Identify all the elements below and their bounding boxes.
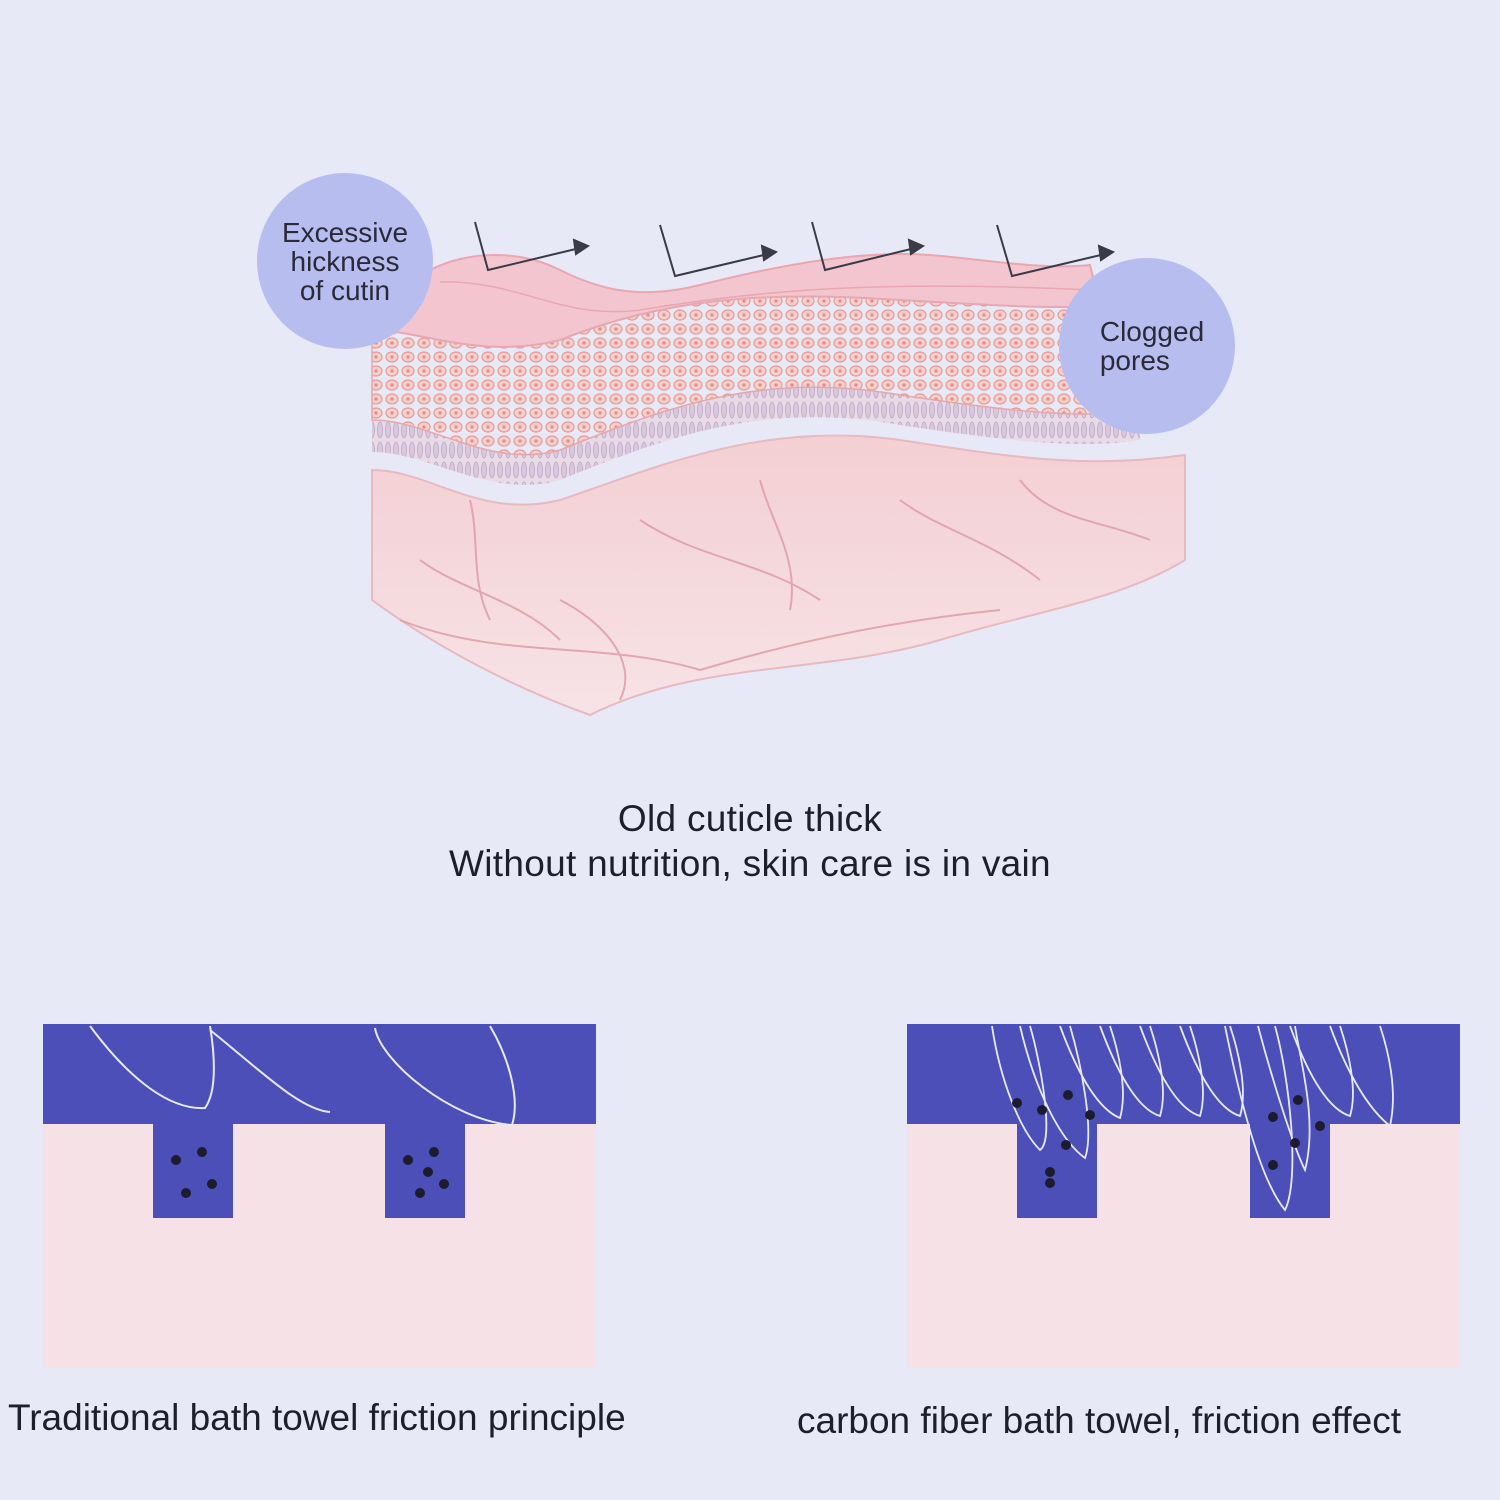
carbon-towel-diagram <box>907 1024 1460 1368</box>
skin-block <box>43 1124 596 1368</box>
blood-vessels <box>399 479 1151 701</box>
callout-bubble-pores <box>1059 258 1235 434</box>
towel-band <box>43 1024 596 1124</box>
callout-bubble-cutin <box>257 173 433 349</box>
surface-arrows <box>474 221 1116 278</box>
cuticle-layer <box>369 253 1102 348</box>
pore-left <box>1017 1124 1097 1218</box>
pore-right <box>1250 1124 1330 1218</box>
towel-band <box>907 1024 1460 1124</box>
callout-pores-line-1: Clogged <box>1099 316 1205 347</box>
callout-excessive-cutin: Excessive hickness of cutin <box>257 173 433 349</box>
callout-cutin-line-2: hickness <box>290 245 400 277</box>
skin-block <box>907 1124 1460 1368</box>
caption-traditional-towel: Traditional bath towel friction principl… <box>8 1397 626 1438</box>
pore-left <box>153 1124 233 1218</box>
basal-layer <box>372 387 1140 485</box>
callout-pores-line-2: pores <box>1099 345 1170 376</box>
dermis-layer <box>371 434 1186 717</box>
headline-subtitle: Without nutrition, skin care is in vain <box>449 843 1051 884</box>
caption-carbon-towel: carbon fiber bath towel, friction effect <box>797 1400 1401 1441</box>
dirt-particles <box>171 1147 449 1198</box>
callout-cutin-line-1: Excessive <box>281 216 409 248</box>
carbon-fibers <box>991 1025 1394 1212</box>
headline-title: Old cuticle thick <box>617 798 883 839</box>
towel-fibers <box>89 1025 516 1127</box>
callout-cutin-line-3: of cutin <box>299 274 391 306</box>
dirt-particles <box>1012 1090 1325 1188</box>
traditional-towel-diagram <box>43 1024 596 1368</box>
callout-clogged-pores: Clogged pores <box>1059 258 1235 434</box>
